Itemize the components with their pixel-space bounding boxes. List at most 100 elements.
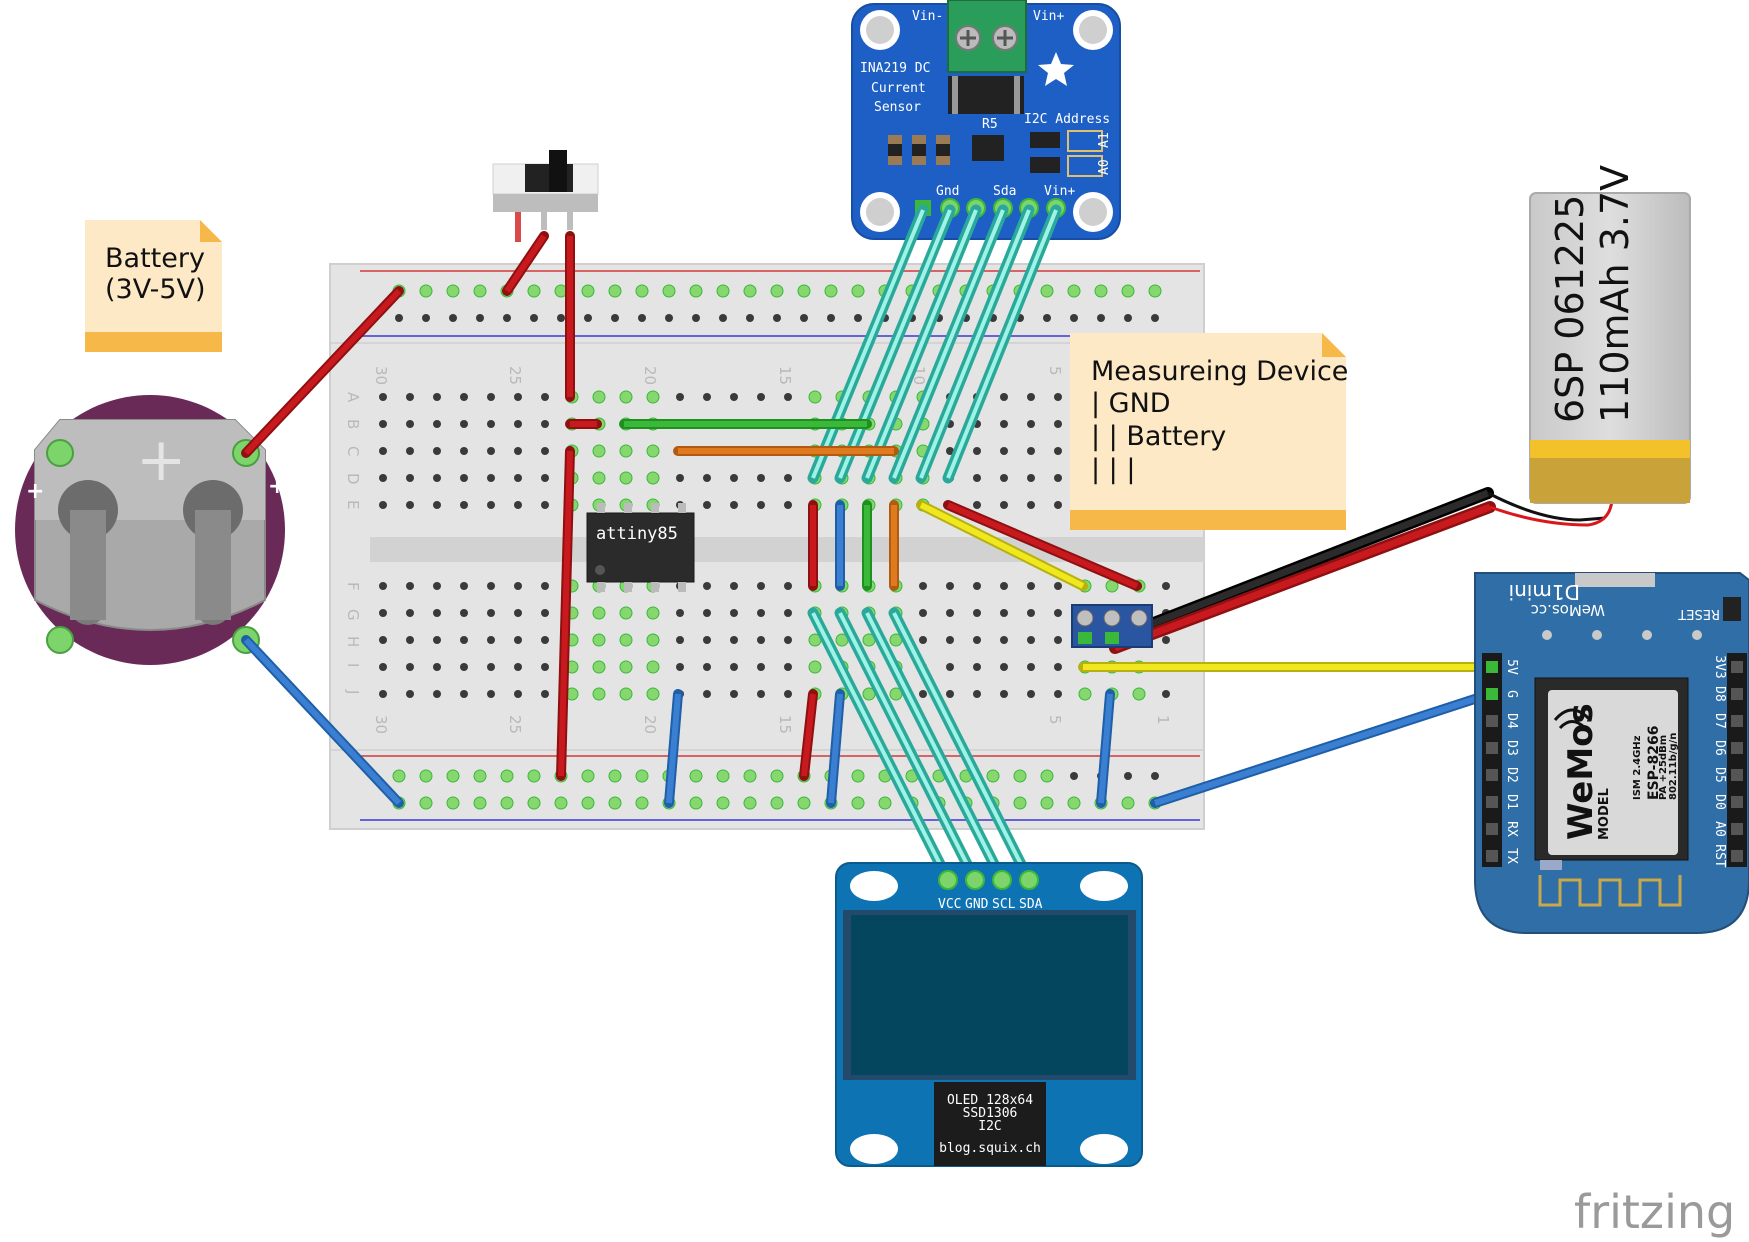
breadboard-hole[interactable]	[406, 582, 414, 590]
breadboard-hole[interactable]	[784, 690, 792, 698]
breadboard-hole[interactable]	[703, 609, 711, 617]
breadboard-hole[interactable]	[433, 420, 441, 428]
breadboard-hole[interactable]	[730, 582, 738, 590]
breadboard-hole[interactable]	[703, 663, 711, 671]
breadboard-hole[interactable]	[1067, 284, 1081, 298]
breadboard-hole[interactable]	[487, 609, 495, 617]
breadboard-hole[interactable]	[784, 663, 792, 671]
breadboard-hole[interactable]	[460, 663, 468, 671]
breadboard-hole[interactable]	[592, 606, 606, 620]
breadboard-hole[interactable]	[541, 447, 549, 455]
breadboard-hole[interactable]	[797, 284, 811, 298]
breadboard-hole[interactable]	[581, 796, 595, 810]
breadboard-hole[interactable]	[592, 660, 606, 674]
wemos-pin-right[interactable]	[1731, 661, 1743, 673]
breadboard-hole[interactable]	[757, 690, 765, 698]
breadboard-hole[interactable]	[730, 501, 738, 509]
breadboard-hole[interactable]	[800, 314, 808, 322]
breadboard-hole[interactable]	[824, 284, 838, 298]
breadboard-hole[interactable]	[1027, 447, 1035, 455]
breadboard-hole[interactable]	[1162, 690, 1170, 698]
breadboard-hole[interactable]	[1000, 636, 1008, 644]
breadboard-hole[interactable]	[487, 690, 495, 698]
breadboard-hole[interactable]	[1151, 772, 1159, 780]
breadboard-hole[interactable]	[665, 314, 673, 322]
breadboard-hole[interactable]	[406, 420, 414, 428]
breadboard-hole[interactable]	[716, 284, 730, 298]
measuring-device-note[interactable]: Measureing Device | GND | | Battery | | …	[1070, 333, 1348, 530]
lipo-battery-pack[interactable]: 6SP 061225 110mAh 3.7V	[1529, 165, 1691, 504]
breadboard-hole[interactable]	[487, 582, 495, 590]
breadboard-hole[interactable]	[1121, 796, 1135, 810]
breadboard-hole[interactable]	[514, 447, 522, 455]
breadboard-hole[interactable]	[1054, 501, 1062, 509]
breadboard-hole[interactable]	[808, 660, 822, 674]
breadboard-hole[interactable]	[1054, 663, 1062, 671]
breadboard-hole[interactable]	[1040, 769, 1054, 783]
breadboard-hole[interactable]	[433, 609, 441, 617]
breadboard-hole[interactable]	[646, 606, 660, 620]
breadboard-hole[interactable]	[743, 284, 757, 298]
ina219-cyan-wires[interactable]	[807, 204, 1062, 484]
breadboard-hole[interactable]	[703, 690, 711, 698]
breadboard-hole[interactable]	[541, 474, 549, 482]
oled-pin-scl[interactable]	[992, 870, 1012, 890]
breadboard-hole[interactable]	[1027, 609, 1035, 617]
breadboard-hole[interactable]	[514, 501, 522, 509]
breadboard-hole[interactable]	[646, 390, 660, 404]
breadboard-hole[interactable]	[1027, 690, 1035, 698]
breadboard-hole[interactable]	[757, 609, 765, 617]
slide-switch-knob[interactable]	[549, 150, 567, 192]
breadboard-hole[interactable]	[638, 314, 646, 322]
breadboard-hole[interactable]	[433, 474, 441, 482]
breadboard-hole[interactable]	[1000, 501, 1008, 509]
breadboard-hole[interactable]	[1027, 393, 1035, 401]
breadboard-hole[interactable]	[973, 636, 981, 644]
breadboard-hole[interactable]	[514, 420, 522, 428]
breadboard-hole[interactable]	[1151, 314, 1159, 322]
breadboard-hole[interactable]	[422, 314, 430, 322]
breadboard-hole[interactable]	[973, 609, 981, 617]
breadboard-hole[interactable]	[1000, 474, 1008, 482]
breadboard-hole[interactable]	[433, 393, 441, 401]
breadboard-hole[interactable]	[716, 769, 730, 783]
wemos-pin-right[interactable]	[1731, 769, 1743, 781]
slide-switch[interactable]	[492, 150, 599, 242]
wemos-pin-left[interactable]	[1486, 688, 1498, 700]
breadboard-hole[interactable]	[460, 582, 468, 590]
breadboard-hole[interactable]	[473, 769, 487, 783]
breadboard-hole[interactable]	[379, 393, 387, 401]
breadboard-hole[interactable]	[827, 314, 835, 322]
breadboard-hole[interactable]	[1027, 582, 1035, 590]
breadboard-hole[interactable]	[433, 501, 441, 509]
breadboard-hole[interactable]	[973, 663, 981, 671]
breadboard-hole[interactable]	[406, 663, 414, 671]
breadboard-hole[interactable]	[703, 474, 711, 482]
breadboard-hole[interactable]	[746, 314, 754, 322]
breadboard-hole[interactable]	[1027, 663, 1035, 671]
breadboard-hole[interactable]	[460, 609, 468, 617]
breadboard-hole[interactable]	[554, 796, 568, 810]
breadboard-hole[interactable]	[581, 769, 595, 783]
breadboard-hole[interactable]	[619, 390, 633, 404]
ina219-current-sensor[interactable]: Vin- Vin+ INA219 DC Current Sensor R5 I2…	[851, 0, 1121, 240]
coin-cell-pin-bottom-left[interactable]	[46, 626, 74, 654]
breadboard-hole[interactable]	[1027, 501, 1035, 509]
breadboard-hole[interactable]	[541, 420, 549, 428]
breadboard-hole[interactable]	[514, 690, 522, 698]
breadboard-hole[interactable]	[646, 471, 660, 485]
breadboard-hole[interactable]	[773, 314, 781, 322]
breadboard-hole[interactable]	[676, 393, 684, 401]
breadboard-hole[interactable]	[592, 471, 606, 485]
breadboard-hole[interactable]	[784, 474, 792, 482]
breadboard-hole[interactable]	[851, 284, 865, 298]
breadboard-hole[interactable]	[487, 501, 495, 509]
breadboard-hole[interactable]	[446, 769, 460, 783]
breadboard-hole[interactable]	[973, 474, 981, 482]
breadboard-hole[interactable]	[973, 582, 981, 590]
breadboard-hole[interactable]	[581, 284, 595, 298]
breadboard-hole[interactable]	[719, 314, 727, 322]
breadboard-hole[interactable]	[592, 390, 606, 404]
breadboard-hole[interactable]	[541, 636, 549, 644]
